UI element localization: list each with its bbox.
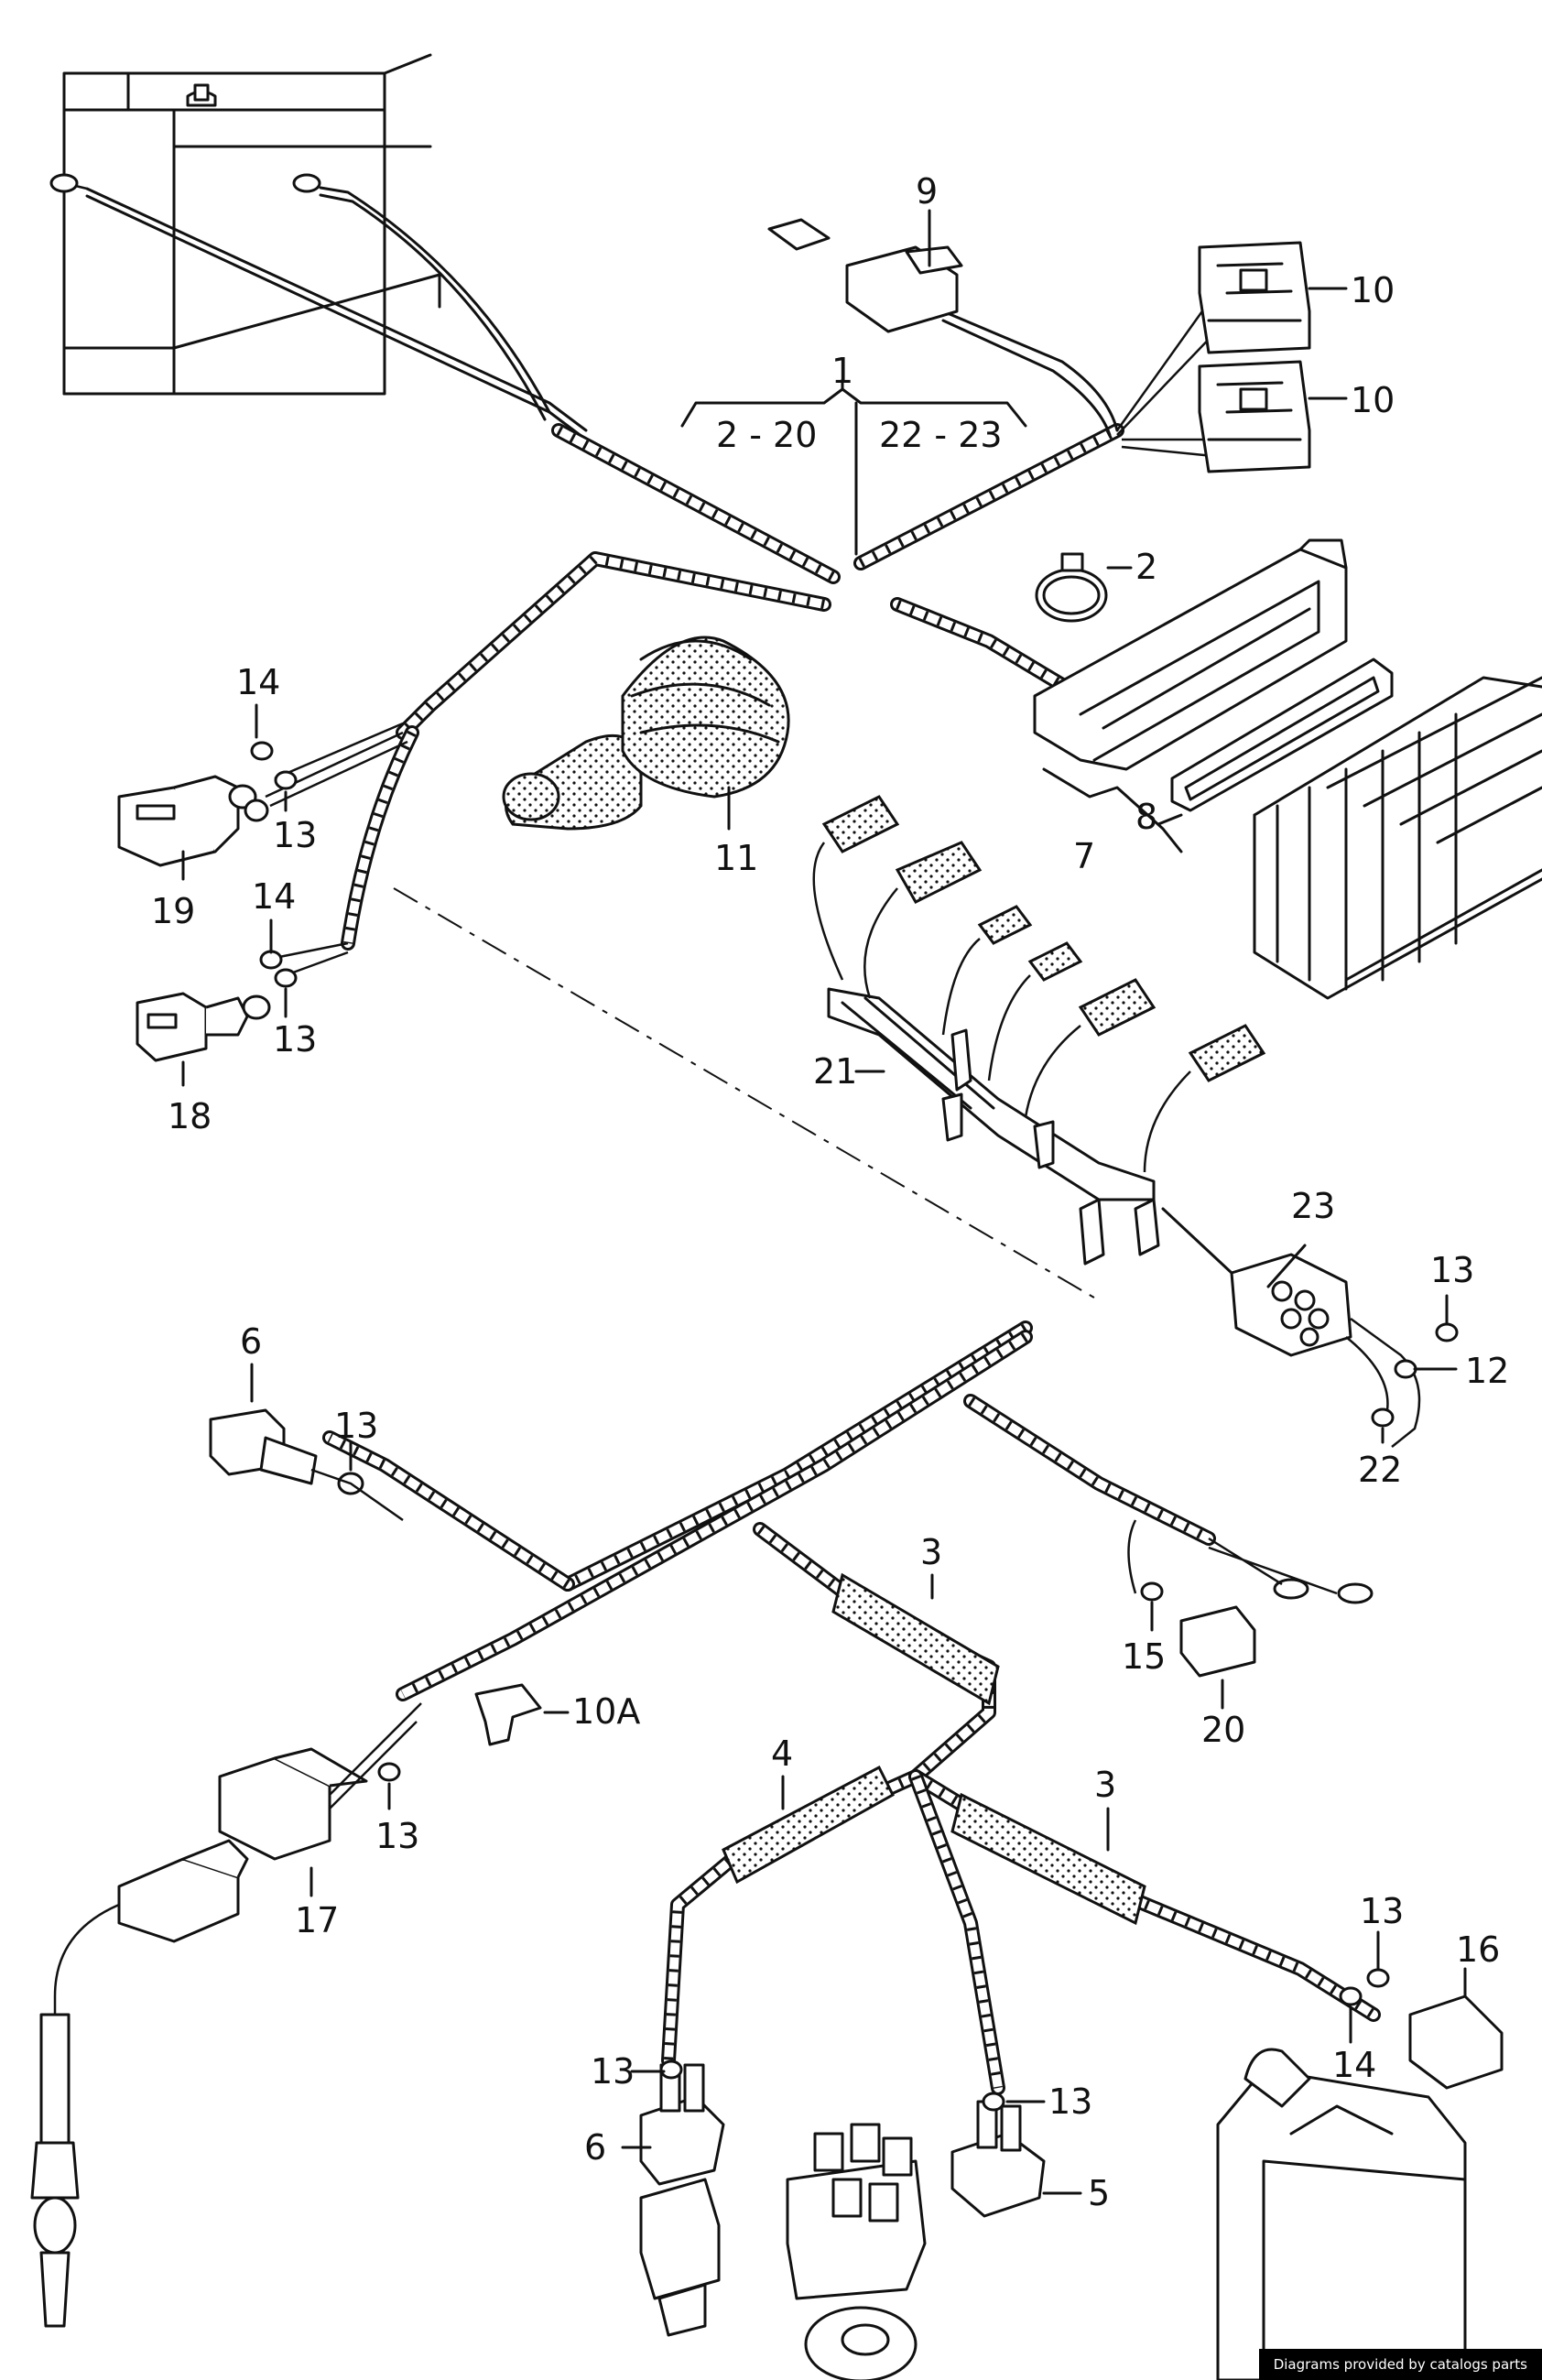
- connector-16: [1339, 1968, 1504, 2090]
- connector-20: [1127, 1519, 1374, 1678]
- lambda-sensor: [30, 2013, 80, 2328]
- connector-18: [136, 992, 271, 1062]
- label-13-h: 13: [1048, 2081, 1092, 2122]
- label-4: 4: [771, 1733, 793, 1774]
- distributor: [786, 2123, 927, 2380]
- terminals-14-13-a: [250, 722, 408, 808]
- label-22-23: 22 - 23: [879, 415, 1003, 455]
- injector-connectors: [812, 795, 1266, 1173]
- label-18: 18: [168, 1096, 212, 1136]
- relay-10-lower: [1198, 360, 1311, 473]
- label-13-g: 13: [591, 2051, 635, 2092]
- connector-6-lower: [639, 2059, 725, 2337]
- label-16: 16: [1456, 1929, 1500, 1970]
- harness-sleeve-3a: [831, 1572, 1000, 1706]
- label-11: 11: [714, 838, 758, 878]
- label-14-c: 14: [1332, 2045, 1376, 2085]
- label-9: 9: [916, 171, 938, 212]
- label-10-upper: 10: [1351, 270, 1395, 310]
- clip-10A: [474, 1683, 542, 1746]
- label-10A: 10A: [572, 1691, 640, 1732]
- connector-23: [1161, 1207, 1421, 1448]
- label-22: 22: [1358, 1450, 1402, 1490]
- label-1: 1: [831, 351, 853, 391]
- control-unit-7: [1033, 538, 1348, 771]
- label-19: 19: [151, 891, 195, 931]
- reference-line: [393, 887, 1100, 1301]
- connector-5: [950, 2092, 1046, 2218]
- label-17: 17: [295, 1900, 339, 1940]
- label-14-a: 14: [236, 662, 280, 702]
- grommet-11: [502, 636, 790, 831]
- label-5: 5: [1088, 2173, 1110, 2213]
- footer-credit: Diagrams provided by catalogs parts: [1258, 2349, 1542, 2380]
- main-harness: [341, 423, 1124, 951]
- label-14-b: 14: [252, 876, 296, 917]
- bracket-7: [1042, 767, 1183, 853]
- connector-6-upper: [209, 1408, 404, 1522]
- terminals-14-13-b: [259, 941, 349, 988]
- gasket-8: [1170, 657, 1394, 812]
- fuse-holder-9: [767, 218, 963, 333]
- ignition-coil: [1216, 2048, 1467, 2380]
- label-13-b: 13: [273, 1019, 317, 1060]
- label-13-d: 13: [334, 1406, 378, 1446]
- lambda-sensor-connector: [53, 1839, 249, 2015]
- label-3-lower: 3: [1094, 1765, 1116, 1805]
- label-8: 8: [1135, 797, 1157, 837]
- label-13-c: 13: [1430, 1250, 1474, 1290]
- connector-17: [218, 1702, 422, 1861]
- label-2-20: 2 - 20: [716, 415, 817, 455]
- label-7: 7: [1073, 836, 1095, 876]
- label-6-lower: 6: [584, 2127, 606, 2168]
- label-3-upper: 3: [920, 1532, 942, 1572]
- harness-sleeve-3b: [950, 1792, 1146, 1926]
- label-13-e: 13: [375, 1816, 419, 1856]
- label-10-lower: 10: [1351, 380, 1395, 420]
- injector-harness-21: [827, 987, 1160, 1266]
- label-20: 20: [1201, 1710, 1245, 1750]
- intake-box: [1253, 676, 1542, 1000]
- label-12: 12: [1465, 1351, 1509, 1391]
- harness-sleeve-4: [722, 1765, 895, 1885]
- label-13-a: 13: [273, 815, 317, 855]
- connector-19: [117, 775, 269, 867]
- label-21: 21: [813, 1051, 857, 1092]
- label-13-f: 13: [1360, 1891, 1404, 1931]
- label-6-upper: 6: [240, 1321, 262, 1362]
- lower-harness: [322, 1320, 1381, 2095]
- leader-lines: [181, 209, 1467, 2195]
- relay-10-upper: [1198, 241, 1311, 354]
- label-23: 23: [1291, 1186, 1335, 1226]
- label-2: 2: [1135, 547, 1157, 587]
- label-15: 15: [1122, 1636, 1166, 1677]
- part-labels: 1 2 - 20 22 - 23 9 10 10 2 8 7 11 14 13 …: [151, 171, 1509, 2213]
- clamp-2: [1035, 552, 1108, 623]
